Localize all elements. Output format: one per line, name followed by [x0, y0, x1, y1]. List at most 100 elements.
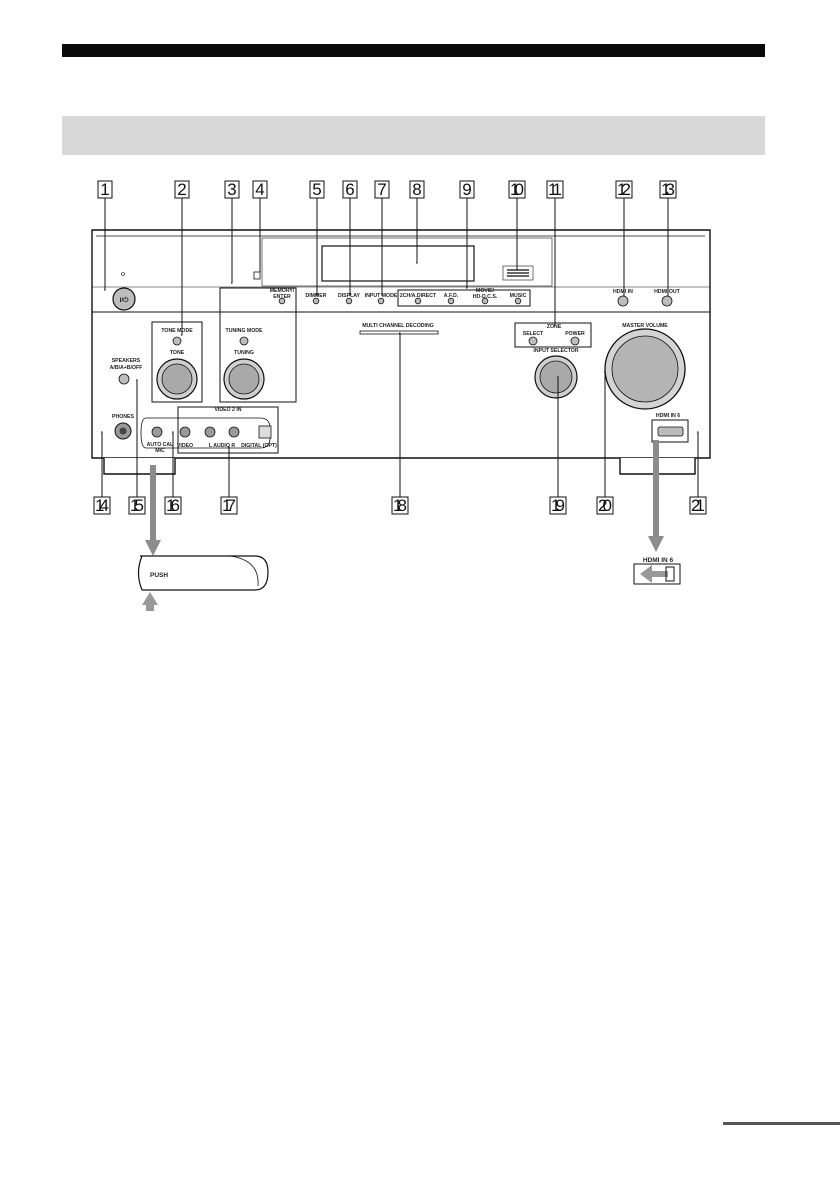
input-mode-button[interactable] [377, 297, 385, 305]
input-mode-label: INPUT MODE [365, 293, 398, 299]
callout-19: 19 [549, 376, 567, 515]
callout-number: 12 [617, 180, 631, 199]
callout-number: 14 [95, 496, 109, 515]
video2-in-label: VIDEO 2 IN [214, 407, 241, 413]
callout-number: 21 [691, 496, 705, 515]
continued-rule [723, 1122, 840, 1125]
callout-number: 2 [177, 180, 186, 199]
callout-number: 15 [130, 496, 144, 515]
callout-3: 3 [224, 180, 240, 284]
zone-select-label: SELECT [523, 331, 544, 337]
tone-knob[interactable] [156, 358, 198, 400]
hdmi-in6-group-box [651, 419, 689, 443]
zone-label: ZONE [547, 324, 562, 330]
callout-number: 18 [393, 496, 407, 515]
memory-enter-label: MEMORY/ENTER [270, 288, 295, 300]
callout-1: 1 [97, 180, 113, 291]
callout-leader [231, 198, 233, 284]
callout-leader [104, 198, 106, 291]
audio-label: L AUDIO R [209, 443, 235, 449]
display-button[interactable] [345, 297, 353, 305]
push-label: PUSH [150, 572, 168, 579]
video-jack[interactable] [179, 426, 191, 438]
tuning-knob[interactable] [223, 358, 265, 400]
music-label: MUSIC [510, 293, 527, 299]
master-volume-label: MASTER VOLUME [622, 323, 668, 329]
tuning-group-box [219, 287, 297, 403]
movie-button[interactable] [481, 297, 489, 305]
hdmi-in6-inset: HDMI IN 6 [633, 440, 681, 585]
callout-number: 8 [412, 180, 421, 199]
down-arrow-icon [145, 540, 161, 556]
sound-mode-group-box [397, 289, 531, 307]
callout-15: 15 [128, 379, 146, 515]
callout-18: 18 [391, 332, 409, 515]
afd-button[interactable] [447, 297, 455, 305]
zone-power-button[interactable] [570, 336, 580, 346]
hdmi-out-button[interactable] [661, 295, 673, 307]
callout-leader [416, 198, 418, 264]
speakers-label: SPEAKERS [112, 358, 141, 364]
hdmi-out-label: HDMI OUT [654, 289, 680, 295]
direct-label: 2CH/A.DIRECT [400, 293, 437, 299]
power-button[interactable]: I/⏻ [112, 272, 136, 311]
memory-enter-button[interactable] [278, 297, 286, 305]
multi-channel-indicator [359, 330, 439, 335]
callout-leader [667, 198, 669, 297]
digital-opt-label: DIGITAL (OPT) [241, 443, 277, 449]
afd-label: A.F.D. [444, 293, 459, 299]
dimmer-button[interactable] [312, 297, 320, 305]
hdmi-in-button[interactable] [617, 295, 629, 307]
video2-cover-outline [140, 417, 271, 449]
callout-13: 13 [659, 180, 677, 297]
phones-jack[interactable] [114, 422, 132, 440]
callout-17: 17 [220, 446, 238, 515]
section-heading-band [62, 116, 765, 155]
callout-leader [381, 198, 383, 296]
callout-21: 21 [689, 431, 707, 515]
callout-number: 11 [548, 180, 562, 199]
zone-group-box [514, 322, 592, 348]
callout-leader [557, 376, 559, 497]
tuning-mode-button[interactable] [239, 336, 249, 346]
input-selector-label: INPUT SELECTOR [533, 348, 578, 354]
top-rule-bar [62, 44, 765, 57]
tone-group-box [151, 321, 203, 403]
callout-number: 17 [222, 496, 236, 515]
callout-leader [697, 431, 699, 497]
callout-number: 1 [100, 180, 109, 199]
phones-label: PHONES [112, 414, 134, 420]
zone-select-button[interactable] [528, 336, 538, 346]
callout-20: 20 [596, 371, 614, 515]
callout-leader [466, 198, 468, 289]
callout-number: 3 [227, 180, 236, 199]
callout-leader [136, 379, 138, 497]
callout-leader [172, 431, 174, 497]
audio-l-jack[interactable] [204, 426, 216, 438]
music-button[interactable] [514, 297, 522, 305]
callout-2: 2 [174, 180, 190, 336]
callout-number: 9 [462, 180, 471, 199]
callout-leader [554, 198, 556, 326]
callout-11: 11 [546, 180, 564, 326]
video-label: VIDEO [177, 443, 193, 449]
callout-16: 16 [164, 431, 182, 515]
speakers-button[interactable] [118, 373, 130, 385]
callout-leader [399, 332, 401, 497]
auto-cal-mic-jack[interactable] [151, 426, 163, 438]
input-selector-knob[interactable] [534, 355, 578, 399]
callout-10: 10 [508, 180, 526, 271]
display-frame [261, 237, 553, 287]
callout-leader [101, 431, 103, 497]
audio-r-jack[interactable] [228, 426, 240, 438]
digital-opt-jack[interactable] [258, 425, 272, 439]
direct-button[interactable] [414, 297, 422, 305]
master-volume-knob[interactable] [604, 328, 686, 410]
callout-leader [316, 198, 318, 296]
dimmer-label: DIMMER [305, 293, 326, 299]
hdmi-in6-port[interactable] [657, 426, 684, 437]
tone-mode-button[interactable] [172, 336, 182, 346]
callout-6: 6 [342, 180, 358, 296]
callout-leader [623, 198, 625, 297]
